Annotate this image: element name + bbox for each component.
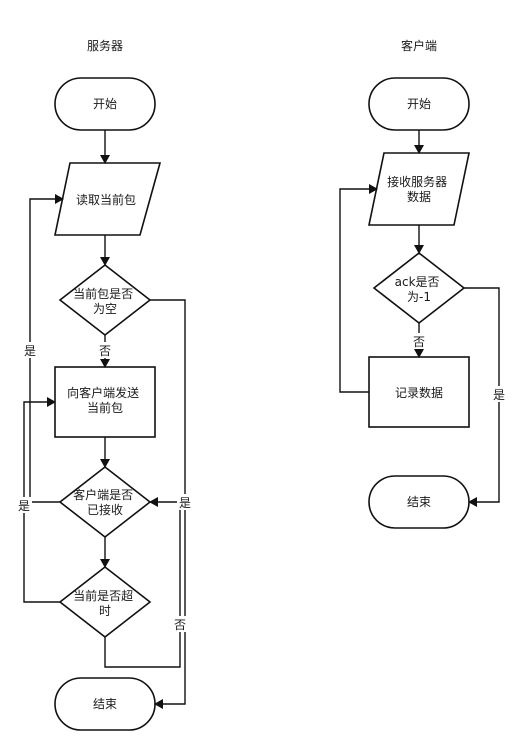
server-end-label: 结束	[93, 697, 117, 711]
label-ack-no: 否	[413, 335, 425, 349]
client-receive-data-node	[368, 152, 470, 226]
arrow-timeout-yes-to-send	[47, 397, 56, 407]
client-end-label: 结束	[407, 495, 431, 509]
server-client-received-label: 客户端是否 已接收	[73, 487, 137, 517]
client-title: 客户端	[401, 38, 437, 53]
server-is-empty-label: 当前包是否 为空	[73, 286, 137, 316]
arrow-receive-to-ack	[414, 245, 424, 254]
arrow-empty-no-to-send	[100, 359, 110, 368]
label-empty-yes: 是	[179, 496, 191, 510]
arrow-client-start-to-receive	[414, 145, 424, 154]
client-receive-data-label: 接收服务器 数据	[387, 174, 451, 204]
arrow-empty-yes-to-end	[154, 699, 163, 709]
arrow-ack-no-to-record	[414, 349, 424, 358]
arrow-received-yes-to-read	[55, 194, 64, 204]
arrow-ack-yes-to-end	[468, 497, 477, 507]
server-read-packet-node	[54, 162, 162, 236]
client-start-label: 开始	[407, 97, 431, 111]
server-start-label: 开始	[93, 97, 117, 111]
label-received-yes: 是	[24, 344, 36, 358]
label-empty-no: 否	[99, 344, 111, 358]
arrow-read-to-empty	[100, 257, 110, 266]
arrow-start-to-read	[100, 155, 110, 164]
label-timeout-yes: 是	[18, 499, 30, 513]
arrow-received-to-timeout	[100, 559, 110, 568]
client-record-data-label: 记录数据	[395, 385, 443, 400]
arrow-record-to-receive	[369, 184, 378, 194]
server-title: 服务器	[87, 38, 123, 53]
edge-timeout-no-to-received	[104, 501, 181, 668]
server-client-received-decision	[58, 465, 152, 539]
server-read-packet-label: 读取当前包	[76, 192, 136, 207]
arrow-timeout-no-to-received	[149, 497, 158, 507]
arrow-send-to-received	[100, 459, 110, 468]
server-send-packet-node	[54, 366, 156, 438]
server-send-packet-label: 向客户端发送 当前包	[67, 385, 143, 415]
label-ack-yes: 是	[493, 388, 505, 402]
server-timeout-label: 当前是否超 时	[73, 588, 137, 618]
label-timeout-no: 否	[174, 618, 186, 632]
client-ack-label: ack是否 为-1	[395, 275, 444, 304]
edge-record-to-receive	[339, 188, 371, 393]
